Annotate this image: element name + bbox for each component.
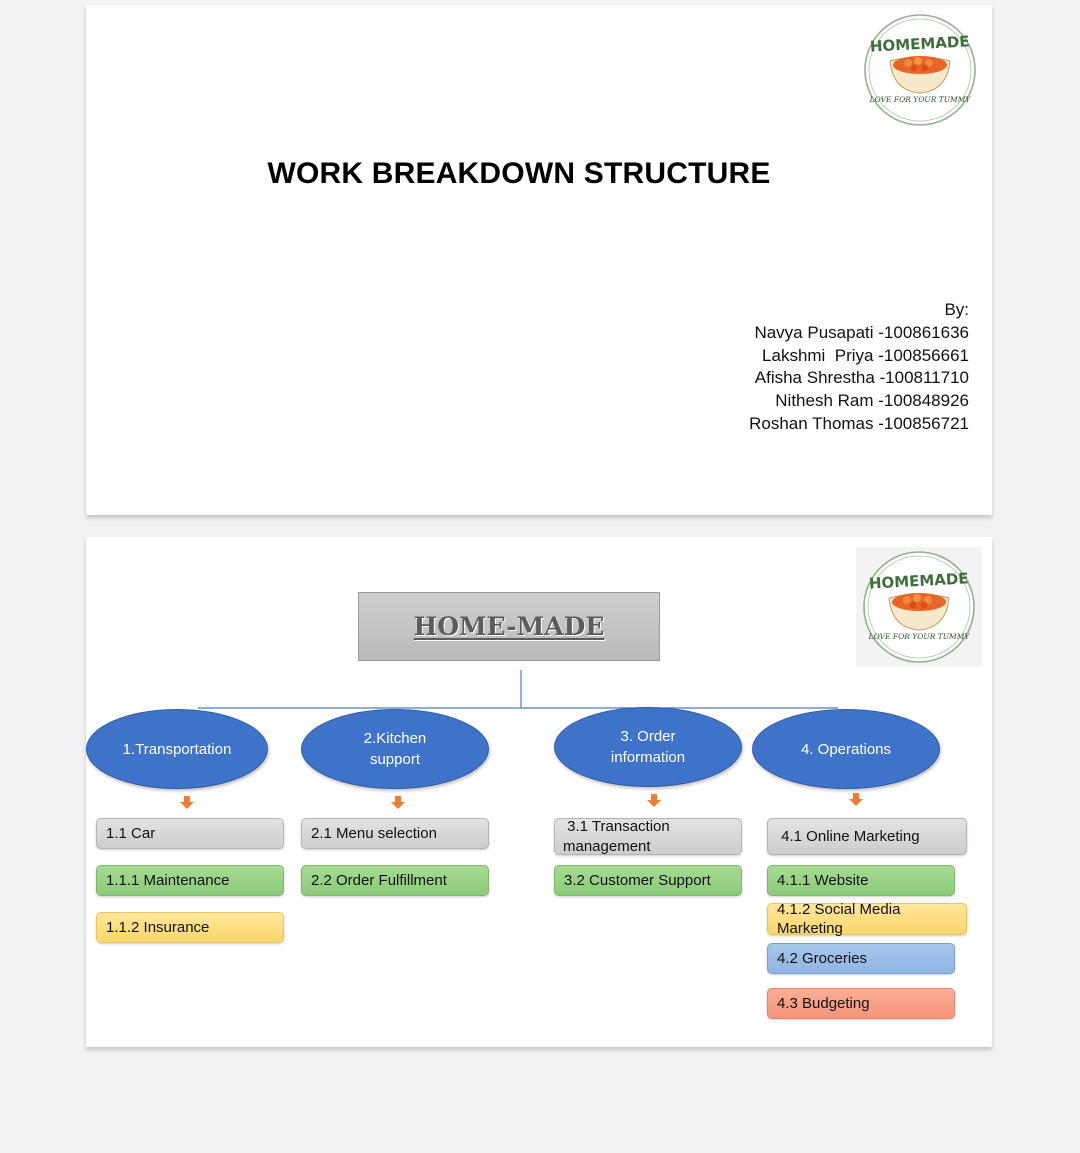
homemade-logo: HOMEMADE LOVE FOR YOUR TUMMY	[856, 547, 982, 667]
author-1: Navya Pusapati -100861636	[754, 322, 969, 342]
branch-transportation: 1.Transportation	[86, 709, 268, 789]
node-text-line2: management	[563, 837, 651, 855]
logo-tagline-text: LOVE FOR YOUR TUMMY	[868, 632, 971, 641]
node-3-2: 3.2 Customer Support	[554, 865, 742, 896]
node-1-1: 1.1 Car	[96, 818, 284, 849]
node-3-1: 3.1 Transaction management	[554, 818, 742, 855]
author-4: Nithesh Ram -100848926	[775, 391, 969, 411]
logo-brand-text: HOMEMADE	[868, 569, 969, 592]
node-4-1: 4.1 Online Marketing	[767, 818, 967, 855]
node-4-2: 4.2 Groceries	[767, 943, 955, 974]
logo-tagline-text: LOVE FOR YOUR TUMMY	[869, 95, 972, 104]
homemade-logo: HOMEMADE LOVE FOR YOUR TUMMY	[863, 13, 977, 127]
branch-kitchen-support: 2.Kitchen support	[301, 709, 489, 789]
branch-label: 1.Transportation	[122, 740, 232, 758]
node-2-2: 2.2 Order Fulfillment	[301, 865, 489, 896]
node-2-1: 2.1 Menu selection	[301, 818, 489, 849]
logo-brand-text: HOMEMADE	[869, 32, 970, 55]
branch-label-line1: 2.Kitchen	[363, 730, 427, 747]
down-arrow-icon	[391, 796, 405, 810]
node-1-1-2: 1.1.2 Insurance	[96, 912, 284, 943]
author-3: Afisha Shrestha -100811710	[754, 368, 969, 388]
wbs-slide: HOMEMADE LOVE FOR YOUR TUMMY HOME-MADE 1…	[86, 537, 992, 1047]
node-1-1-1: 1.1.1 Maintenance	[96, 865, 284, 896]
branch-label: 4. Operations	[800, 740, 892, 758]
by-label: By:	[944, 300, 969, 319]
root-node: HOME-MADE	[358, 592, 660, 661]
logo-graphic: HOMEMADE LOVE FOR YOUR TUMMY	[864, 14, 976, 126]
branch-operations: 4. Operations	[752, 709, 940, 789]
node-4-1-1: 4.1.1 Website	[767, 865, 955, 896]
node-text-line1: 4.1.2 Social Media	[777, 901, 901, 918]
node-text-line2: Marketing	[777, 920, 843, 937]
down-arrow-icon	[647, 794, 661, 808]
branch-label-line1: 3. Order	[620, 728, 676, 745]
down-arrow-icon	[849, 793, 863, 807]
branch-order-information: 3. Order information	[554, 707, 742, 787]
author-list: By: Navya Pusapati -100861636 Lakshmi Pr…	[749, 299, 969, 436]
down-arrow-icon	[180, 796, 194, 810]
node-4-1-2: 4.1.2 Social Media Marketing	[767, 901, 967, 937]
node-4-3: 4.3 Budgeting	[767, 988, 955, 1019]
branch-label-line2: support	[369, 751, 421, 768]
node-text-line1: 3.1 Transaction	[563, 817, 670, 835]
branch-label-line2: information	[610, 749, 686, 766]
logo-graphic: HOMEMADE LOVE FOR YOUR TUMMY	[863, 551, 975, 663]
page-title: WORK BREAKDOWN STRUCTURE	[267, 157, 771, 190]
author-5: Roshan Thomas -100856721	[749, 413, 969, 433]
title-slide: HOMEMADE LOVE FOR YOUR TUMMY WORK BREAKD…	[86, 5, 992, 515]
author-2: Lakshmi Priya -100856661	[762, 345, 969, 365]
